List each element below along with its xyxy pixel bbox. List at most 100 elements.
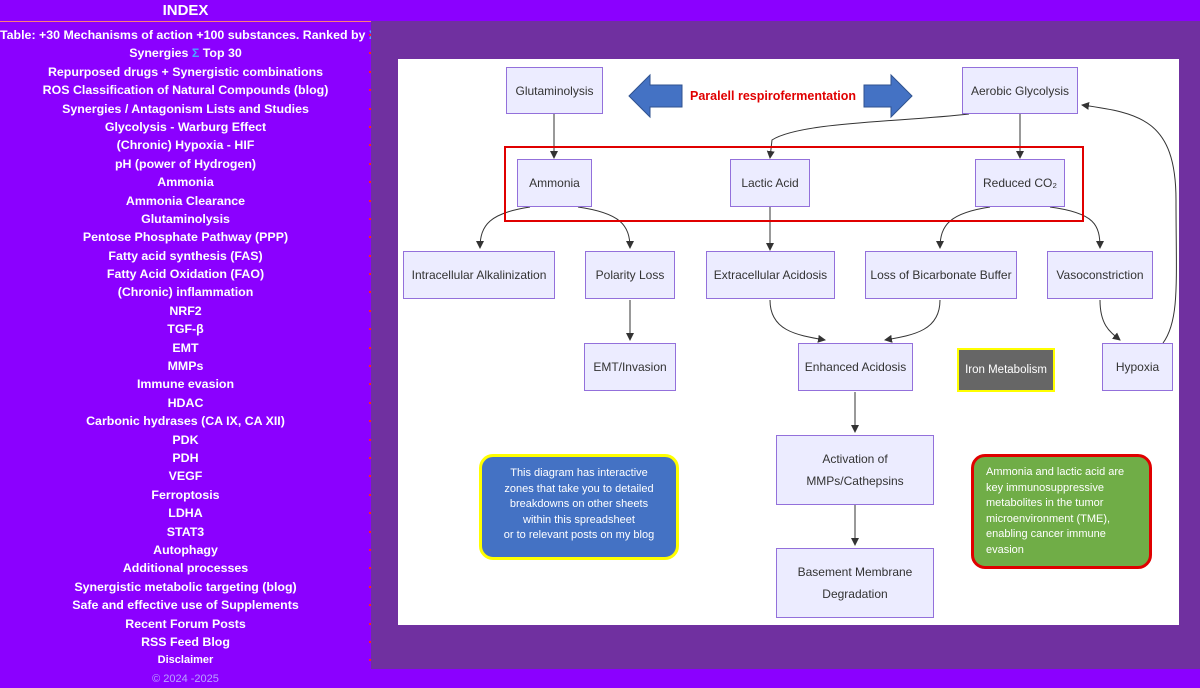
index-link[interactable]: Fatty acid synthesis (FAS) xyxy=(0,247,371,265)
index-link-text: Pentose Phosphate Pathway (PPP) xyxy=(82,230,289,245)
node-emt-invasion[interactable]: EMT/Invasion xyxy=(584,343,676,391)
link-marker xyxy=(369,217,371,220)
node-hypoxia[interactable]: Hypoxia xyxy=(1102,343,1173,391)
node-loss-bicarbonate-buffer[interactable]: Loss of Bicarbonate Buffer xyxy=(865,251,1017,299)
index-link[interactable]: PDH xyxy=(0,449,371,467)
index-link-text: STAT3 xyxy=(166,524,205,539)
index-link[interactable]: Glutaminolysis xyxy=(0,210,371,228)
index-link-text: Recent Forum Posts xyxy=(125,616,246,631)
link-marker xyxy=(369,512,371,515)
index-link[interactable]: Glycolysis - Warburg Effect xyxy=(0,118,371,136)
index-link[interactable]: Synergies Σ Top 30 xyxy=(0,44,371,62)
link-marker xyxy=(369,420,371,423)
node-enhanced-acidosis[interactable]: Enhanced Acidosis xyxy=(798,343,913,391)
node-intracellular-alkalinization[interactable]: Intracellular Alkalinization xyxy=(403,251,555,299)
index-link[interactable]: Safe and effective use of Supplements xyxy=(0,596,371,614)
node-ammonia[interactable]: Ammonia xyxy=(517,159,592,207)
index-link-text: Fatty acid synthesis (FAS) xyxy=(108,248,263,263)
node-label: Reduced CO₂ xyxy=(982,176,1058,190)
index-link[interactable]: MMPs xyxy=(0,357,371,375)
index-link[interactable]: Fatty Acid Oxidation (FAO) xyxy=(0,265,371,283)
index-link-text: RSS Feed Blog xyxy=(141,634,230,649)
index-link[interactable]: Recent Forum Posts xyxy=(0,615,371,633)
index-link[interactable]: Synergies / Antagonism Lists and Studies xyxy=(0,100,371,118)
link-marker xyxy=(369,273,371,276)
link-marker xyxy=(369,346,371,349)
index-link-text: Safe and effective use of Supplements xyxy=(72,598,299,613)
link-marker xyxy=(369,365,371,368)
link-marker xyxy=(369,181,371,184)
index-panel: INDEX Table: +30 Mechanisms of action +1… xyxy=(0,0,376,685)
index-link: © 2024 -2025 xyxy=(0,670,371,688)
node-aerobic-glycolysis[interactable]: Aerobic Glycolysis xyxy=(962,67,1078,114)
index-link-text: VEGF xyxy=(168,469,203,484)
link-marker xyxy=(369,144,371,147)
index-link-text: Ammonia xyxy=(157,175,214,190)
note-line: Ammonia and lactic acid are xyxy=(986,466,1125,478)
index-link[interactable]: (Chronic) Hypoxia - HIF xyxy=(0,136,371,154)
node-reduced-co2[interactable]: Reduced CO₂ xyxy=(975,159,1065,207)
node-label: Polarity Loss xyxy=(595,268,665,282)
link-marker xyxy=(369,475,371,478)
index-link[interactable]: PDK xyxy=(0,431,371,449)
index-link-text: Synergies / Antagonism Lists and Studies xyxy=(62,101,309,116)
index-link[interactable]: Ammonia Clearance xyxy=(0,192,371,210)
index-link-text: NRF2 xyxy=(169,303,202,318)
index-link[interactable]: Disclaimer xyxy=(0,651,371,669)
index-link[interactable]: STAT3 xyxy=(0,523,371,541)
link-marker xyxy=(369,456,371,459)
link-marker xyxy=(369,659,371,662)
index-link[interactable]: Synergistic metabolic targeting (blog) xyxy=(0,578,371,596)
index-link[interactable]: Ammonia xyxy=(0,173,371,191)
link-marker xyxy=(369,291,371,294)
index-link[interactable]: RSS Feed Blog xyxy=(0,633,371,651)
link-marker xyxy=(369,401,371,404)
index-link-text: MMPs xyxy=(167,359,204,374)
node-label-line2: Degradation xyxy=(822,587,888,601)
index-link[interactable]: (Chronic) inflammation xyxy=(0,283,371,301)
index-link-text: HDAC xyxy=(167,395,204,410)
index-link-text: pH (power of Hydrogen) xyxy=(114,156,257,171)
node-polarity-loss[interactable]: Polarity Loss xyxy=(585,251,675,299)
index-link[interactable]: VEGF xyxy=(0,467,371,485)
index-link[interactable]: pH (power of Hydrogen) xyxy=(0,155,371,173)
index-link[interactable]: NRF2 xyxy=(0,302,371,320)
link-marker xyxy=(369,34,371,36)
note-line: within this spreadsheet xyxy=(523,513,635,526)
link-marker xyxy=(369,89,371,92)
index-link[interactable]: HDAC xyxy=(0,394,371,412)
node-extracellular-acidosis[interactable]: Extracellular Acidosis xyxy=(706,251,835,299)
node-glutaminolysis[interactable]: Glutaminolysis xyxy=(506,67,603,114)
index-link[interactable]: Repurposed drugs + Synergistic combinati… xyxy=(0,63,371,81)
index-link[interactable]: Immune evasion xyxy=(0,375,371,393)
index-link[interactable]: ROS Classification of Natural Compounds … xyxy=(0,81,371,99)
link-marker xyxy=(369,530,371,533)
index-link[interactable]: Ferroptosis xyxy=(0,486,371,504)
node-lactic-acid[interactable]: Lactic Acid xyxy=(730,159,810,207)
index-link[interactable]: EMT xyxy=(0,339,371,357)
sigma-icon: Σ xyxy=(191,46,200,61)
index-link[interactable]: Carbonic hydrases (CA IX, CA XII) xyxy=(0,412,371,430)
metabolites-highlight-frame xyxy=(504,146,1084,222)
index-link[interactable]: Table: +30 Mechanisms of action +100 sub… xyxy=(0,26,376,44)
index-link[interactable]: Autophagy xyxy=(0,541,371,559)
interactive-zones-note: This diagram has interactive zones that … xyxy=(479,454,679,560)
link-marker xyxy=(369,493,371,496)
note-line: zones that take you to detailed xyxy=(504,482,654,495)
index-link-text: Ammonia Clearance xyxy=(125,193,246,208)
respirofermentation-label: Paralell respirofermentation xyxy=(690,89,857,103)
index-link[interactable]: Additional processes xyxy=(0,559,371,577)
note-line: or to relevant posts on my blog xyxy=(503,529,655,541)
node-label: Extracellular Acidosis xyxy=(713,268,828,282)
index-link[interactable]: LDHA xyxy=(0,504,371,522)
index-link-text: Immune evasion xyxy=(136,377,235,392)
index-link[interactable]: Pentose Phosphate Pathway (PPP) xyxy=(0,228,371,246)
index-link-text: © 2024 -2025 xyxy=(152,672,219,685)
index-link-text: (Chronic) Hypoxia - HIF xyxy=(116,138,255,153)
node-vasoconstriction[interactable]: Vasoconstriction xyxy=(1047,251,1153,299)
index-link-text: Carbonic hydrases (CA IX, CA XII) xyxy=(86,414,285,429)
iron-metabolism-button[interactable]: Iron Metabolism xyxy=(957,348,1055,392)
index-link[interactable]: TGF-β xyxy=(0,320,371,338)
